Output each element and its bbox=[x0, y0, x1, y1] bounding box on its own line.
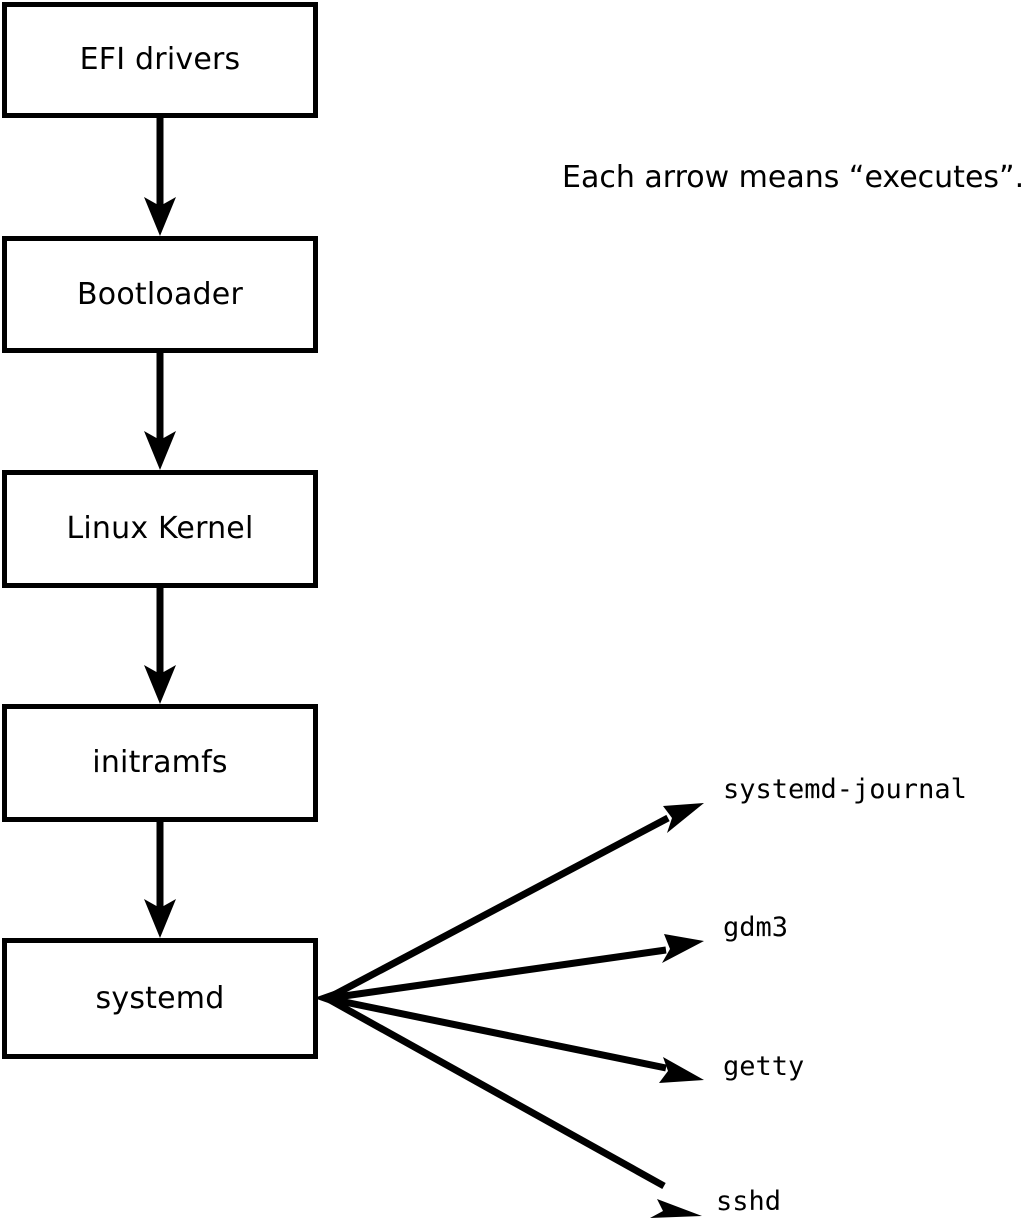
node-label-efi-drivers: EFI drivers bbox=[79, 42, 241, 77]
arrow-linux-kernel-to-initramfs bbox=[144, 588, 176, 704]
node-label-bootloader: Bootloader bbox=[77, 276, 243, 312]
node-label-initramfs: initramfs bbox=[92, 745, 228, 780]
node-label-systemd: systemd bbox=[95, 980, 225, 1016]
arrow-systemd-to-sshd bbox=[328, 996, 702, 1218]
arrow-systemd-to-systemd-journal bbox=[328, 803, 704, 1001]
leaf-label-gdm3: gdm3 bbox=[723, 912, 789, 943]
leaf-label-getty: getty bbox=[723, 1051, 805, 1082]
arrow-bootloader-to-linux-kernel bbox=[144, 353, 176, 470]
arrow-efi-drivers-to-bootloader bbox=[144, 118, 176, 236]
arrow-systemd-to-gdm3 bbox=[329, 934, 704, 1002]
leaf-label-sshd: sshd bbox=[716, 1186, 782, 1217]
arrow-systemd-to-getty bbox=[329, 995, 704, 1083]
node-label-linux-kernel: Linux Kernel bbox=[66, 511, 254, 546]
node-linux-kernel[interactable]: Linux Kernel bbox=[2, 470, 318, 588]
node-efi-drivers[interactable]: EFI drivers bbox=[2, 2, 318, 118]
fan-hub-arrowhead bbox=[314, 986, 348, 1010]
leaf-label-systemd-journal: systemd-journal bbox=[723, 774, 967, 805]
arrow-initramfs-to-systemd bbox=[144, 822, 176, 938]
diagram-caption: Each arrow means “executes”. bbox=[562, 160, 1023, 195]
node-systemd[interactable]: systemd bbox=[2, 938, 318, 1059]
node-initramfs[interactable]: initramfs bbox=[2, 704, 318, 822]
node-bootloader[interactable]: Bootloader bbox=[2, 236, 318, 353]
